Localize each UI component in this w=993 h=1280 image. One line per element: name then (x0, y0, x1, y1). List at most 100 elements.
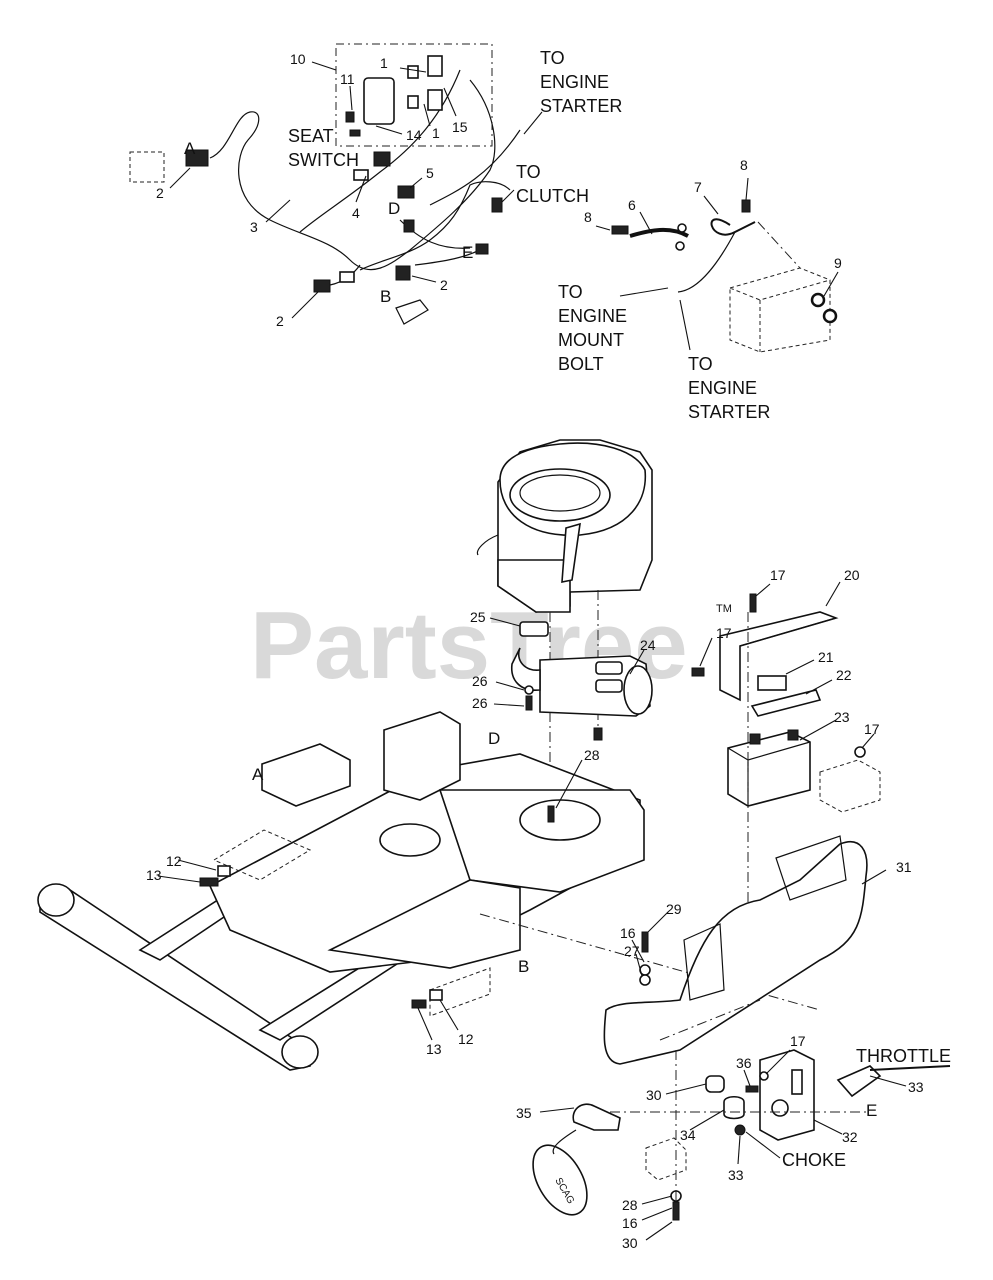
leader-1a (399, 67, 427, 73)
to-engine-starter-right-line3: STARTER (688, 402, 770, 422)
throttle-lever-31 (836, 1065, 882, 1098)
throttle-slot (791, 1069, 803, 1095)
callout-24: 26 (472, 673, 488, 689)
callout-17-top: 17 (770, 567, 786, 583)
harness-detail-box (335, 43, 493, 147)
callout-2-left: 2 (276, 313, 284, 329)
leader-2-left (291, 291, 319, 319)
callout-22: 24 (640, 637, 656, 653)
leader-10 (311, 61, 337, 71)
watermark-tm: TM (716, 603, 732, 615)
to-engine-mount-bolt-line2: ENGINE (558, 306, 627, 326)
washer-26b (639, 974, 651, 986)
callout-16-top: 16 (620, 925, 636, 941)
leader-28-bottom (645, 1221, 673, 1241)
leader-24 (495, 681, 525, 691)
battery-terminal-b (787, 729, 799, 741)
to-engine-mount-bolt-line3: MOUNT (558, 330, 624, 350)
cable-dash (757, 221, 801, 269)
callout-7: 7 (694, 179, 702, 195)
leader-6 (639, 211, 653, 235)
letter-e-top: E (462, 243, 473, 262)
battery-terminal-a (749, 733, 761, 745)
throttle-label: THROTTLE (856, 1046, 951, 1066)
bracket-dash-b (429, 967, 491, 1017)
callout-13-bottom: 13 (426, 1041, 442, 1057)
pad-19 (757, 675, 787, 691)
body-panel-dash-opening (775, 835, 847, 901)
bolt-17-left (691, 667, 705, 677)
bolt-13-left (199, 877, 219, 887)
leader-34 (689, 1109, 725, 1131)
cable-7-long (677, 231, 736, 293)
connector-small-a (407, 65, 419, 79)
plug-b (395, 265, 411, 281)
leader-11 (349, 85, 353, 111)
callout-8-right: 8 (740, 157, 748, 173)
letter-e-panel: E (866, 1101, 877, 1120)
leader-19 (785, 659, 815, 675)
callout-35: 35 (516, 1105, 532, 1121)
leader-33 (737, 1135, 741, 1165)
leader-13-bottom (417, 1007, 433, 1041)
clip-12-left (217, 865, 231, 877)
frame-hole-left (379, 823, 441, 857)
callout-1-top: 1 (380, 55, 388, 71)
leader-30 (861, 869, 887, 885)
control-panel-group: SCAG (532, 1049, 951, 1221)
nut-17-right (854, 746, 866, 758)
frame-side-plate (383, 711, 461, 801)
letter-a-frame: A (252, 765, 264, 784)
letter-b-top: B (380, 287, 391, 306)
callout-31: 33 (908, 1079, 924, 1095)
callout-17-left: 17 (716, 625, 732, 641)
air-filter-cap (519, 474, 601, 512)
callout-21: 23 (834, 709, 850, 725)
leader-20 (805, 679, 833, 695)
to-engine-starter-top-line2: ENGINE (540, 72, 609, 92)
callout-9: 9 (834, 255, 842, 271)
callout-3: 3 (250, 219, 258, 235)
leader-starter-top (523, 111, 543, 135)
wiring-harness-group (129, 43, 521, 325)
letter-a-top: A (184, 139, 196, 158)
leader-2-right (411, 275, 437, 283)
connector-1a (427, 55, 443, 77)
connector-small-b (407, 95, 419, 109)
engine-base (497, 559, 571, 613)
leader-17-bottom (765, 1049, 791, 1075)
frame (37, 711, 821, 1071)
choke-label: CHOKE (782, 1150, 846, 1170)
bolt-27 (547, 805, 555, 823)
bolt-25 (525, 695, 533, 711)
body-dash-1 (659, 999, 761, 1041)
exhaust-pipe-a (511, 647, 541, 691)
callout-26-bottom: 28 (622, 1197, 638, 1213)
leader-15 (443, 87, 457, 117)
callout-11: 11 (340, 71, 355, 87)
bolt-8-right (741, 199, 751, 213)
battery-dashed (729, 267, 831, 353)
nut-center-2 (677, 223, 687, 233)
leader-35 (539, 1107, 575, 1113)
callout-33: 33 (728, 1167, 744, 1183)
callout-20: 22 (836, 667, 852, 683)
key-35 (572, 1103, 621, 1131)
body-panel-30 (603, 841, 868, 1065)
seat-switch-connector (373, 151, 391, 167)
callout-14: 14 (406, 127, 422, 143)
callout-36: 36 (736, 1055, 752, 1071)
callout-19: 21 (818, 649, 834, 665)
callout-12-left: 12 (166, 853, 182, 869)
callout-28-top: 29 (666, 901, 682, 917)
control-hole (771, 1099, 789, 1117)
pad-20 (750, 689, 822, 717)
engine-mount-hole (519, 799, 601, 841)
leader-7 (703, 195, 719, 215)
letter-d-top: D (388, 199, 400, 218)
callout-8-left: 8 (584, 209, 592, 225)
leader-26-bottom (641, 1195, 673, 1205)
switch-5 (397, 185, 415, 199)
leader-32 (813, 1119, 843, 1135)
